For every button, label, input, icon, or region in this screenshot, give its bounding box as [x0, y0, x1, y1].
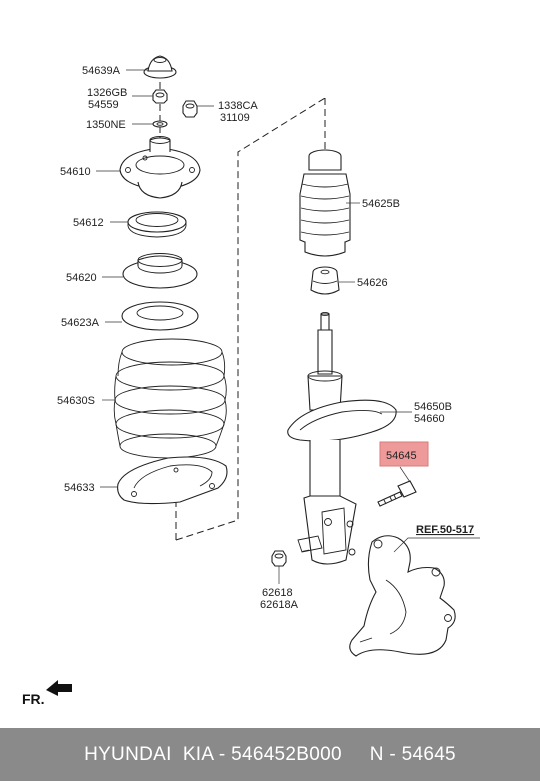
label-62618A: 62618A — [260, 599, 299, 611]
label-54650B: 54650B — [414, 401, 452, 413]
label-54623A: 54623A — [61, 317, 100, 329]
label-54633: 54633 — [64, 482, 95, 494]
label-1338CA: 1338CA — [218, 100, 258, 112]
label-54625B: 54625B — [362, 198, 400, 210]
label-54660: 54660 — [414, 413, 445, 425]
part-54623A-pad — [121, 301, 199, 331]
label-54559: 54559 — [88, 99, 119, 111]
label-54639A: 54639A — [82, 65, 121, 77]
part-62618-nut — [271, 550, 287, 567]
footer-brand-part: HYUNDAI KIA - 546452B000 — [84, 743, 342, 765]
part-1326GB-nut — [152, 89, 168, 104]
part-1350NE-washer — [152, 120, 168, 128]
part-54650B-strut — [287, 311, 397, 565]
part-54645-bolt — [377, 480, 417, 507]
part-54639A-cap — [143, 55, 177, 79]
part-54610-mount — [119, 136, 201, 199]
fr-arrow-icon — [46, 680, 72, 696]
label-54626: 54626 — [357, 277, 388, 289]
label-ref-50-517: REF.50-517 — [416, 524, 474, 536]
leader-lines — [96, 69, 480, 584]
label-62618: 62618 — [262, 587, 293, 599]
highlight-54645 — [379, 441, 429, 467]
part-1338CA-nut — [182, 100, 198, 118]
label-54630S: 54630S — [57, 395, 95, 407]
part-54625B-dust-boot — [299, 149, 351, 257]
part-54630S-coil-spring — [113, 338, 227, 459]
label-54610: 54610 — [60, 166, 91, 178]
part-54633-lower-seat — [117, 456, 228, 505]
label-1326GB: 1326GB — [87, 87, 127, 99]
part-54620-spring-seat — [122, 253, 198, 289]
label-54645: 54645 — [386, 450, 417, 462]
part-labels: 54639A 1326GB 54559 1338CA 31109 1350NE … — [57, 65, 474, 611]
label-54612: 54612 — [73, 217, 104, 229]
fr-label: FR. — [22, 691, 45, 707]
exploded-parts-diagram: 54639A 1326GB 54559 1338CA 31109 1350NE … — [22, 55, 480, 707]
front-direction-marker: FR. — [22, 680, 72, 707]
part-54612-bearing — [127, 211, 187, 238]
label-54620: 54620 — [66, 272, 97, 284]
label-1350NE: 1350NE — [86, 119, 126, 131]
part-number-footer: HYUNDAI KIA - 546452B000 N - 54645 — [0, 728, 540, 781]
part-steering-knuckle — [349, 535, 456, 657]
part-54626-bumper — [310, 266, 340, 295]
footer-item-number: N - 54645 — [369, 743, 456, 765]
label-31109: 31109 — [220, 112, 250, 124]
